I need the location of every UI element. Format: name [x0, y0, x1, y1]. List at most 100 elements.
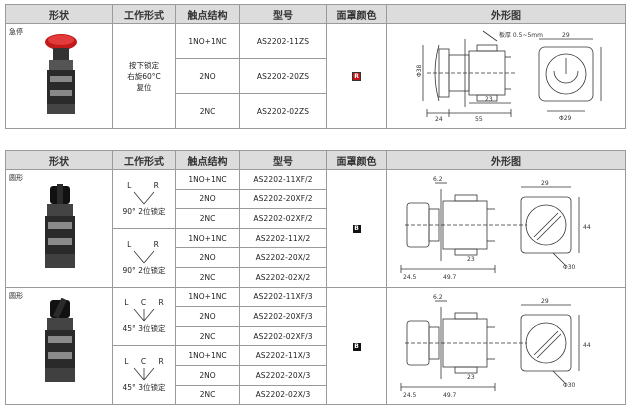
contact-cell: 1NO+1NC — [175, 345, 240, 366]
header-shape: 形状 — [5, 4, 113, 24]
cover-color-cell: R — [326, 23, 387, 129]
model-cell: AS2202-02XF/2 — [239, 208, 327, 229]
drawing-dim-dia30: Φ30 — [563, 382, 576, 389]
header-row: 形状 工作形式 触点结构 型号 面罩颜色 外形图 — [5, 150, 626, 170]
model-cell: AS2202-02XF/3 — [239, 325, 327, 347]
mode-caption: 90° 2位锁定 — [122, 206, 166, 216]
contact-cell: 2NC — [175, 93, 240, 129]
switch-position-diagram — [133, 191, 155, 205]
drawing-dim-49-7: 49.7 — [443, 392, 457, 399]
drawing-dim-6-2: 6.2 — [433, 176, 443, 183]
mode-cell: L C R 45° 3位锁定 — [112, 286, 176, 347]
emergency-stop-table: 形状 工作形式 触点结构 型号 面罩颜色 外形图 急停 按下锁定 右旋60°C … — [5, 4, 626, 129]
drawing-dim-23: 23 — [485, 96, 493, 103]
mode-caption: 45° 3位锁定 — [122, 383, 166, 393]
model-cell: AS2202-11XF/3 — [239, 286, 327, 308]
mode-cell: L R 90° 2位锁定 — [112, 227, 176, 288]
positions-label: L R — [127, 180, 169, 190]
drawing-dim-29: 29 — [541, 298, 549, 305]
model-cell: AS2202-11ZS — [239, 23, 327, 59]
contact-cell: 1NO+1NC — [175, 286, 240, 308]
selector-3pos-outline-drawing: 6.2 29 44 23 24.5 49.7 Φ30 — [400, 294, 591, 399]
header-mode: 工作形式 — [112, 150, 176, 170]
model-cell: AS2202-20X/3 — [239, 364, 327, 386]
contact-cell: 2NC — [175, 325, 240, 347]
header-cover: 面罩颜色 — [326, 4, 387, 24]
selector-switch-table: 形状 工作形式 触点结构 型号 面罩颜色 外形图 圆形 L R 90° 2位锁定… — [5, 150, 626, 406]
shape-label: 急停 — [9, 28, 23, 36]
shape-cell: 圆形 — [5, 286, 113, 406]
drawing-dim-24: 24 — [435, 116, 443, 123]
cover-black-badge: B — [352, 225, 361, 234]
contact-cell: 2NO — [175, 306, 240, 327]
header-contact: 触点结构 — [175, 150, 240, 170]
drawing-dim-23: 23 — [467, 256, 475, 263]
switch-position-diagram — [133, 367, 155, 381]
model-cell: AS2202-11X/3 — [239, 345, 327, 366]
header-contact: 触点结构 — [175, 4, 240, 24]
drawing-dim-6-2: 6.2 — [433, 294, 443, 301]
model-cell: AS2202-20XF/3 — [239, 306, 327, 327]
drawing-dim-44: 44 — [583, 224, 591, 231]
emergency-stop-outline-drawing: 板厚 0.5~5mm Φ38 23 24 55 29 Φ29 — [416, 30, 602, 123]
model-cell: AS2202-02ZS — [239, 93, 327, 129]
model-cell: AS2202-02X/2 — [239, 266, 327, 288]
contact-cell: 1NO+1NC — [175, 23, 240, 59]
outline-drawing-cell: 6.2 29 44 23 24.5 49.7 Φ30 — [386, 169, 626, 288]
cover-red-badge: R — [352, 72, 361, 81]
positions-label: L C R — [124, 357, 169, 367]
shape-cell: 圆形 — [5, 169, 113, 288]
mode-cell: L R 90° 2位锁定 — [112, 169, 176, 229]
contact-cell: 2NO — [175, 58, 240, 94]
contact-cell: 2NO — [175, 364, 240, 386]
drawing-dim-24-5: 24.5 — [403, 274, 417, 281]
selector-3pos-photo — [45, 297, 75, 382]
contact-cell: 1NO+1NC — [175, 227, 240, 249]
drawing-dim-24-5: 24.5 — [403, 392, 417, 399]
cover-color-cell: B — [326, 286, 387, 406]
header-model: 型号 — [239, 150, 327, 170]
drawing-panel-note: 板厚 0.5~5mm — [499, 31, 543, 39]
drawing-dim-44: 44 — [583, 342, 591, 349]
shape-label: 圆形 — [9, 291, 23, 300]
drawing-dim-dia29: Φ29 — [559, 115, 572, 122]
model-cell: AS2202-20X/2 — [239, 247, 327, 268]
model-cell: AS2202-20XF/2 — [239, 188, 327, 210]
cover-black-badge: B — [352, 342, 361, 351]
outline-drawing-cell: 6.2 29 44 23 24.5 49.7 Φ30 — [386, 286, 626, 406]
mode-caption: 90° 2位锁定 — [122, 265, 166, 275]
drawing-dim-dia38: Φ38 — [416, 64, 423, 77]
mode-line-1: 按下锁定 — [129, 60, 159, 70]
mode-cell: 按下锁定 右旋60°C 复位 — [112, 23, 176, 129]
contact-cell: 2NO — [175, 247, 240, 268]
selector-2pos-outline-drawing: 6.2 29 44 23 24.5 49.7 Φ30 — [400, 176, 591, 281]
header-model: 型号 — [239, 4, 327, 24]
mode-caption: 45° 3位锁定 — [122, 324, 166, 334]
shape-label: 圆形 — [9, 174, 23, 182]
drawing-dim-55: 55 — [475, 116, 483, 123]
contact-cell: 2NO — [175, 188, 240, 210]
positions-label: L R — [127, 239, 169, 249]
switch-position-diagram — [133, 309, 155, 322]
cover-color-cell: B — [326, 169, 387, 288]
mode-line-3: 复位 — [136, 82, 152, 92]
shape-cell: 急停 — [5, 23, 113, 129]
positions-label: L C R — [124, 298, 169, 308]
header-row: 形状 工作形式 触点结构 型号 面罩颜色 外形图 — [5, 4, 626, 24]
mode-cell: L C R 45° 3位锁定 — [112, 345, 176, 406]
contact-cell: 2NC — [175, 384, 240, 406]
header-cover: 面罩颜色 — [326, 150, 387, 170]
header-shape: 形状 — [5, 150, 113, 170]
model-cell: AS2202-11XF/2 — [239, 169, 327, 190]
model-cell: AS2202-11X/2 — [239, 227, 327, 249]
model-cell: AS2202-02X/3 — [239, 384, 327, 406]
drawing-dim-29: 29 — [562, 32, 570, 39]
contact-cell: 1NO+1NC — [175, 169, 240, 190]
header-outline: 外形图 — [386, 4, 626, 24]
contact-cell: 2NC — [175, 266, 240, 288]
header-outline: 外形图 — [386, 150, 626, 170]
emergency-stop-photo — [45, 34, 77, 114]
outline-drawing-cell: 板厚 0.5~5mm Φ38 23 24 55 29 Φ29 — [386, 23, 626, 129]
drawing-dim-23: 23 — [467, 374, 475, 381]
contact-cell: 2NC — [175, 208, 240, 229]
